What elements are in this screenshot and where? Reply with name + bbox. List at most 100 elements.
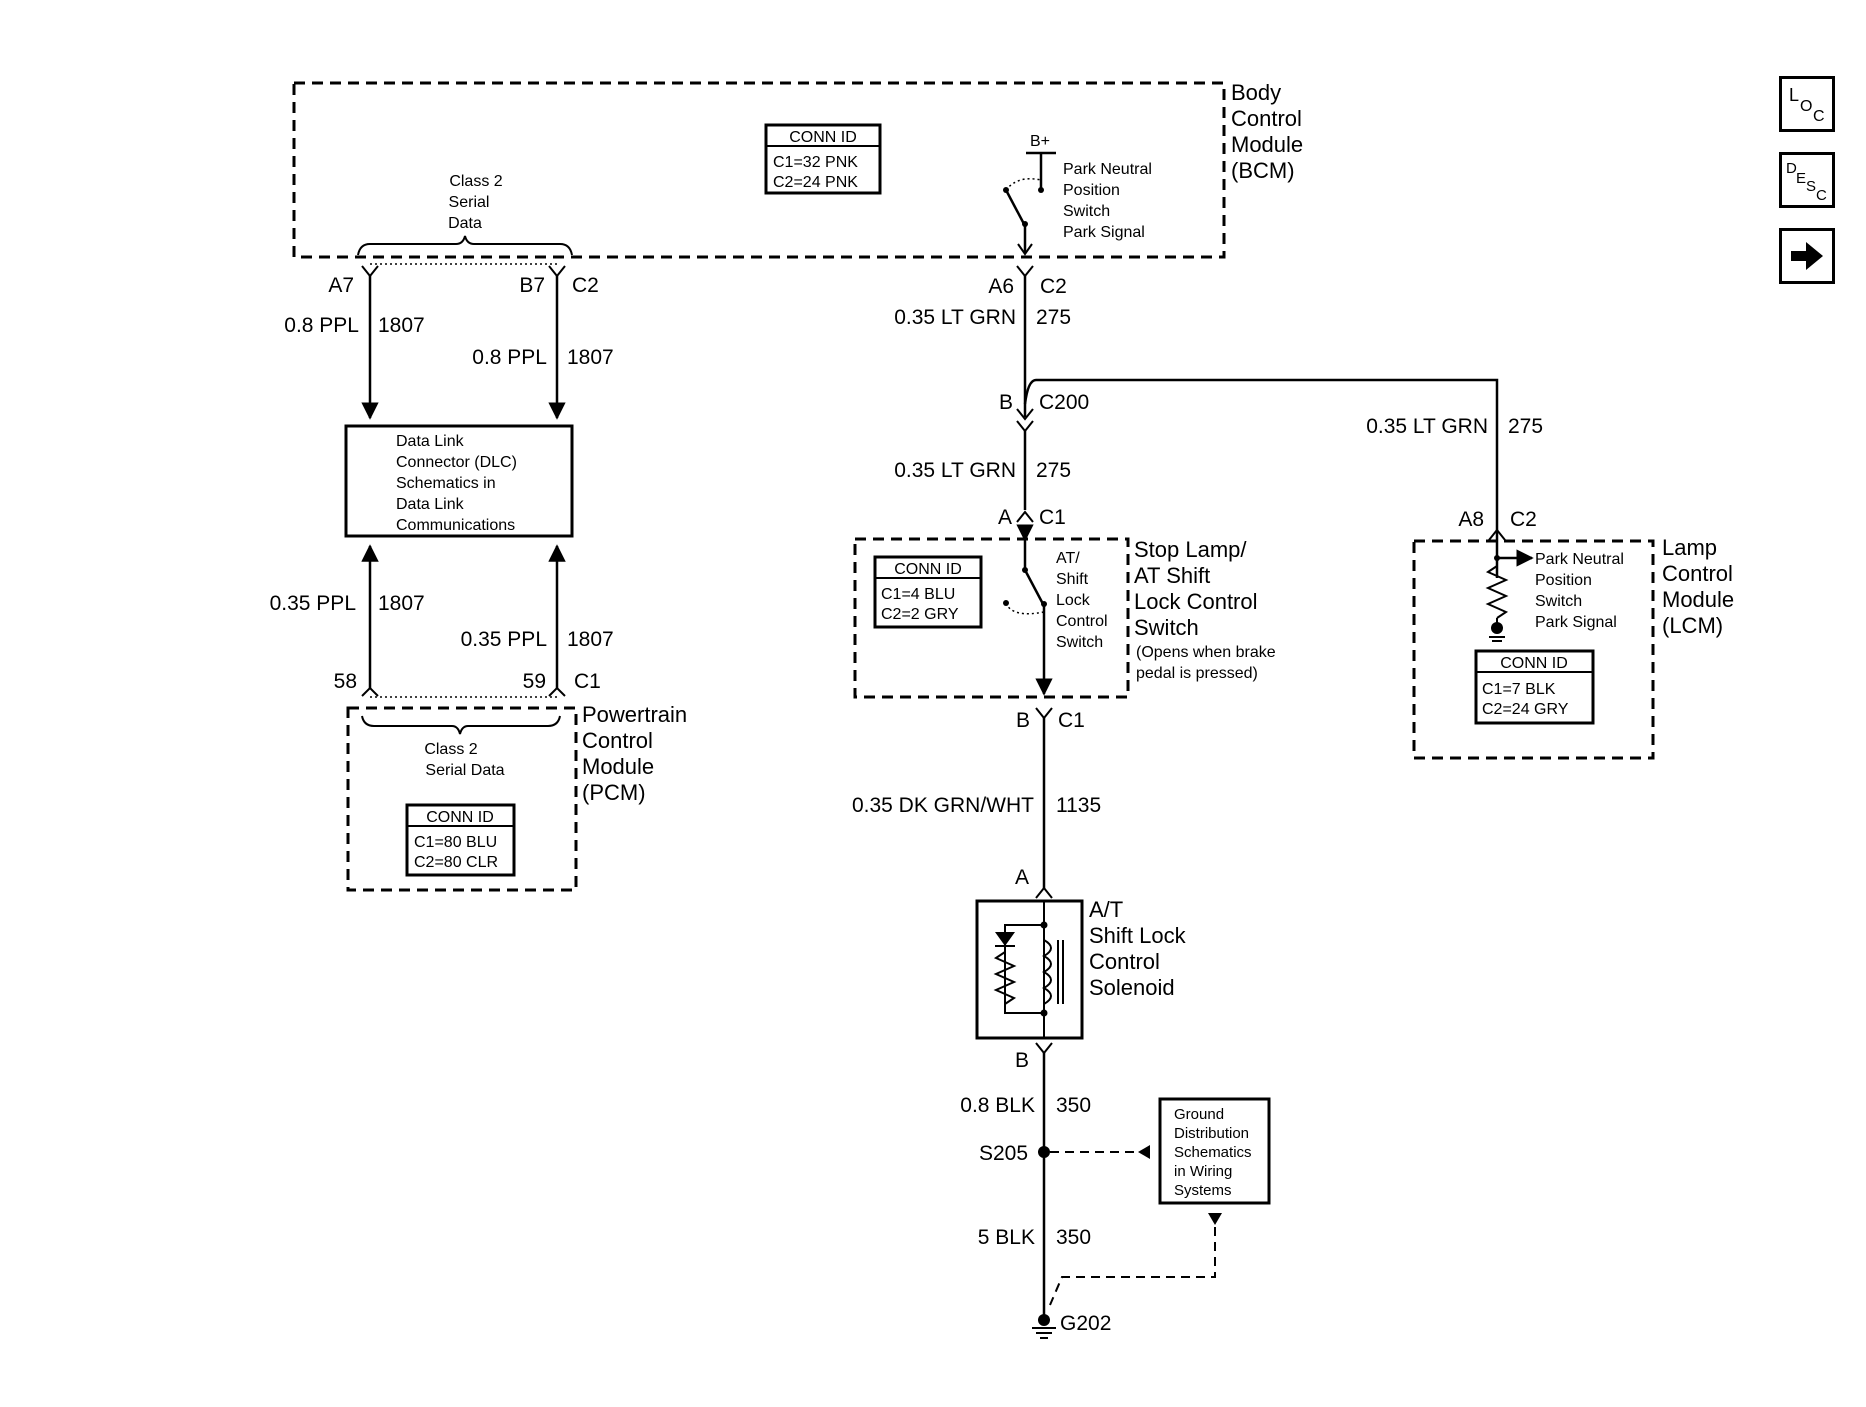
pcm-name-2: Control <box>582 728 653 753</box>
wire-275-upper-color: 0.35 LT GRN <box>894 306 1016 329</box>
dlc-pin-b7: B7 <box>519 274 545 297</box>
switch-bottom-pin: B <box>1016 709 1030 732</box>
pcm-serial-bracket <box>361 715 561 735</box>
dlc-wire-bottom-left-color: 0.35 PPL <box>270 592 356 615</box>
dlc-wire-bottom-right-color: 0.35 PPL <box>461 628 547 651</box>
bcm-name-4: (BCM) <box>1231 158 1295 183</box>
dlc-pin-conn: C2 <box>572 274 599 297</box>
shift-lock-solenoid: A A/T Shift Lock Control Solenoid B <box>975 866 1187 1072</box>
wire-275-branch-circuit: 275 <box>1508 415 1543 438</box>
dlc-wire-bottom-right-circuit: 1807 <box>567 628 614 651</box>
dlc-pin-a7: A7 <box>328 274 354 297</box>
switch-top-pin: A <box>998 506 1012 529</box>
bcm-conn-id: CONN ID C1=32 PNK C2=24 PNK <box>764 123 882 195</box>
bcm-pin-a6-conn: C2 <box>1040 275 1067 298</box>
stop-lamp-note-1: (Opens when brake <box>1136 644 1276 661</box>
dlc-wire-bottom-left-circuit: 1807 <box>378 592 425 615</box>
ground-wire-lower-color: 5 BLK <box>978 1226 1035 1249</box>
ground-ref-5: Systems <box>1174 1182 1232 1199</box>
description-button[interactable]: D E S C <box>1779 152 1835 208</box>
bcm-conn-id-line-1: C1=32 PNK <box>773 154 858 171</box>
stop-lamp-switch-label-5: Switch <box>1056 634 1103 651</box>
pcm-name-1: Powertrain <box>582 702 687 727</box>
dlc-wire-top-right-color: 0.8 PPL <box>472 346 547 369</box>
pcm-serial-data-2: Serial Data <box>425 762 504 779</box>
pcm-pin-58: 58 <box>334 670 357 693</box>
solenoid-name-2: Shift Lock <box>1089 923 1187 948</box>
lcm-switch-label-3: Switch <box>1535 593 1582 610</box>
ground-wire-upper-color: 0.8 BLK <box>960 1094 1035 1117</box>
pcm-pin-58-connector <box>361 686 379 697</box>
stop-lamp-switch-label-4: Control <box>1056 613 1108 630</box>
bcm-name-3: Module <box>1231 132 1303 157</box>
splice-c200-pin: B <box>999 391 1013 414</box>
pcm-outline <box>346 706 578 892</box>
stop-lamp-switch: CONN ID C1=4 BLU C2=2 GRY AT/ Shift Lock… <box>853 524 1276 732</box>
stop-lamp-name-2: AT Shift <box>1134 563 1210 588</box>
pcm-pin-59: 59 <box>523 670 546 693</box>
pcm-conn-id-line-1: C1=80 BLU <box>414 834 497 851</box>
bcm-serial-data-3: Data <box>448 215 482 232</box>
lcm-conn-id-title: CONN ID <box>1500 655 1568 672</box>
location-icon-letter-2: O <box>1800 98 1812 115</box>
lcm-switch-label-1: Park Neutral <box>1535 551 1624 568</box>
stop-lamp-conn-id-title: CONN ID <box>894 561 962 578</box>
lcm-switch-label-2: Position <box>1535 572 1592 589</box>
solenoid-bottom-pin: B <box>1015 1049 1029 1072</box>
dlc-box-text-4: Data Link <box>396 496 465 513</box>
main-circuit: A6 C2 0.35 LT GRN 275 B C200 0.35 LT GRN… <box>894 265 1543 540</box>
bcm-conn-id-title: CONN ID <box>789 129 857 146</box>
lcm-pin-a8: A8 <box>1458 508 1484 531</box>
lcm-switch-label-4: Park Signal <box>1535 614 1617 631</box>
solenoid-name-3: Control <box>1089 949 1160 974</box>
lcm-pin-a8-connector <box>1488 528 1506 541</box>
solenoid-resistor-icon <box>993 951 1017 1005</box>
stop-lamp-switch-label-3: Lock <box>1056 592 1091 609</box>
solenoid-box <box>975 899 1084 1040</box>
description-icon-letter-3: S <box>1806 178 1816 195</box>
next-button[interactable] <box>1779 228 1835 284</box>
bcm-pin-a6-connector <box>1016 265 1034 278</box>
pcm-name-4: (PCM) <box>582 780 646 805</box>
location-icon-letter-3: C <box>1813 108 1825 125</box>
pcm-pin-conn: C1 <box>574 670 601 693</box>
lcm-name-4: (LCM) <box>1662 613 1723 638</box>
ground-ref-1: Ground <box>1174 1106 1224 1123</box>
dlc-pin-b7-connector <box>548 265 566 278</box>
lcm-module: A8 C2 Park Neutral Position Switch Park … <box>1412 508 1734 760</box>
location-button[interactable]: L O C <box>1779 76 1835 132</box>
wire-275-branch <box>1023 378 1499 540</box>
bcm-serial-data-2: Serial <box>449 194 490 211</box>
pcm-conn-id-title: CONN ID <box>426 809 494 826</box>
ground-point-g202: G202 <box>1060 1312 1111 1335</box>
stop-lamp-conn-id-line-2: C2=2 GRY <box>881 606 959 623</box>
pcm-conn-id: CONN ID C1=80 BLU C2=80 CLR <box>405 803 516 877</box>
switch-top-conn: C1 <box>1039 506 1066 529</box>
stop-lamp-switch-label-1: AT/ <box>1056 550 1080 567</box>
bcm-switch-blade <box>1004 189 1026 225</box>
bcm-name-1: Body <box>1231 80 1281 105</box>
wire-1135-circuit: 1135 <box>1056 794 1101 817</box>
stop-lamp-switch-outline <box>853 537 1130 699</box>
stop-lamp-name-4: Switch <box>1134 615 1199 640</box>
lcm-conn-id-line-2: C2=24 GRY <box>1482 701 1569 718</box>
ground-circuit: 0.8 BLK 350 S205 5 BLK 350 Ground Distri… <box>960 1053 1271 1339</box>
pcm-conn-id-line-2: C2=80 CLR <box>414 854 498 871</box>
bcm-switch-label-3: Switch <box>1063 203 1110 220</box>
ground-ref-box <box>1158 1097 1271 1205</box>
dlc-wire-top-right-circuit: 1807 <box>567 346 614 369</box>
bcm-switch-label-1: Park Neutral <box>1063 161 1152 178</box>
ground-ref-4: in Wiring <box>1174 1163 1232 1180</box>
description-icon: D E S C <box>1786 160 1827 204</box>
stop-lamp-name-3: Lock Control <box>1134 589 1258 614</box>
lcm-name-3: Module <box>1662 587 1734 612</box>
switch-bottom-conn: C1 <box>1058 709 1085 732</box>
bcm-name-2: Control <box>1231 106 1302 131</box>
stop-lamp-switch-blade <box>1023 569 1045 605</box>
dlc-box-text-3: Schematics in <box>396 475 496 492</box>
stop-lamp-name-1: Stop Lamp/ <box>1134 537 1247 562</box>
lcm-name-2: Control <box>1662 561 1733 586</box>
dlc-pin-a7-connector <box>361 265 379 278</box>
lcm-name-1: Lamp <box>1662 535 1717 560</box>
